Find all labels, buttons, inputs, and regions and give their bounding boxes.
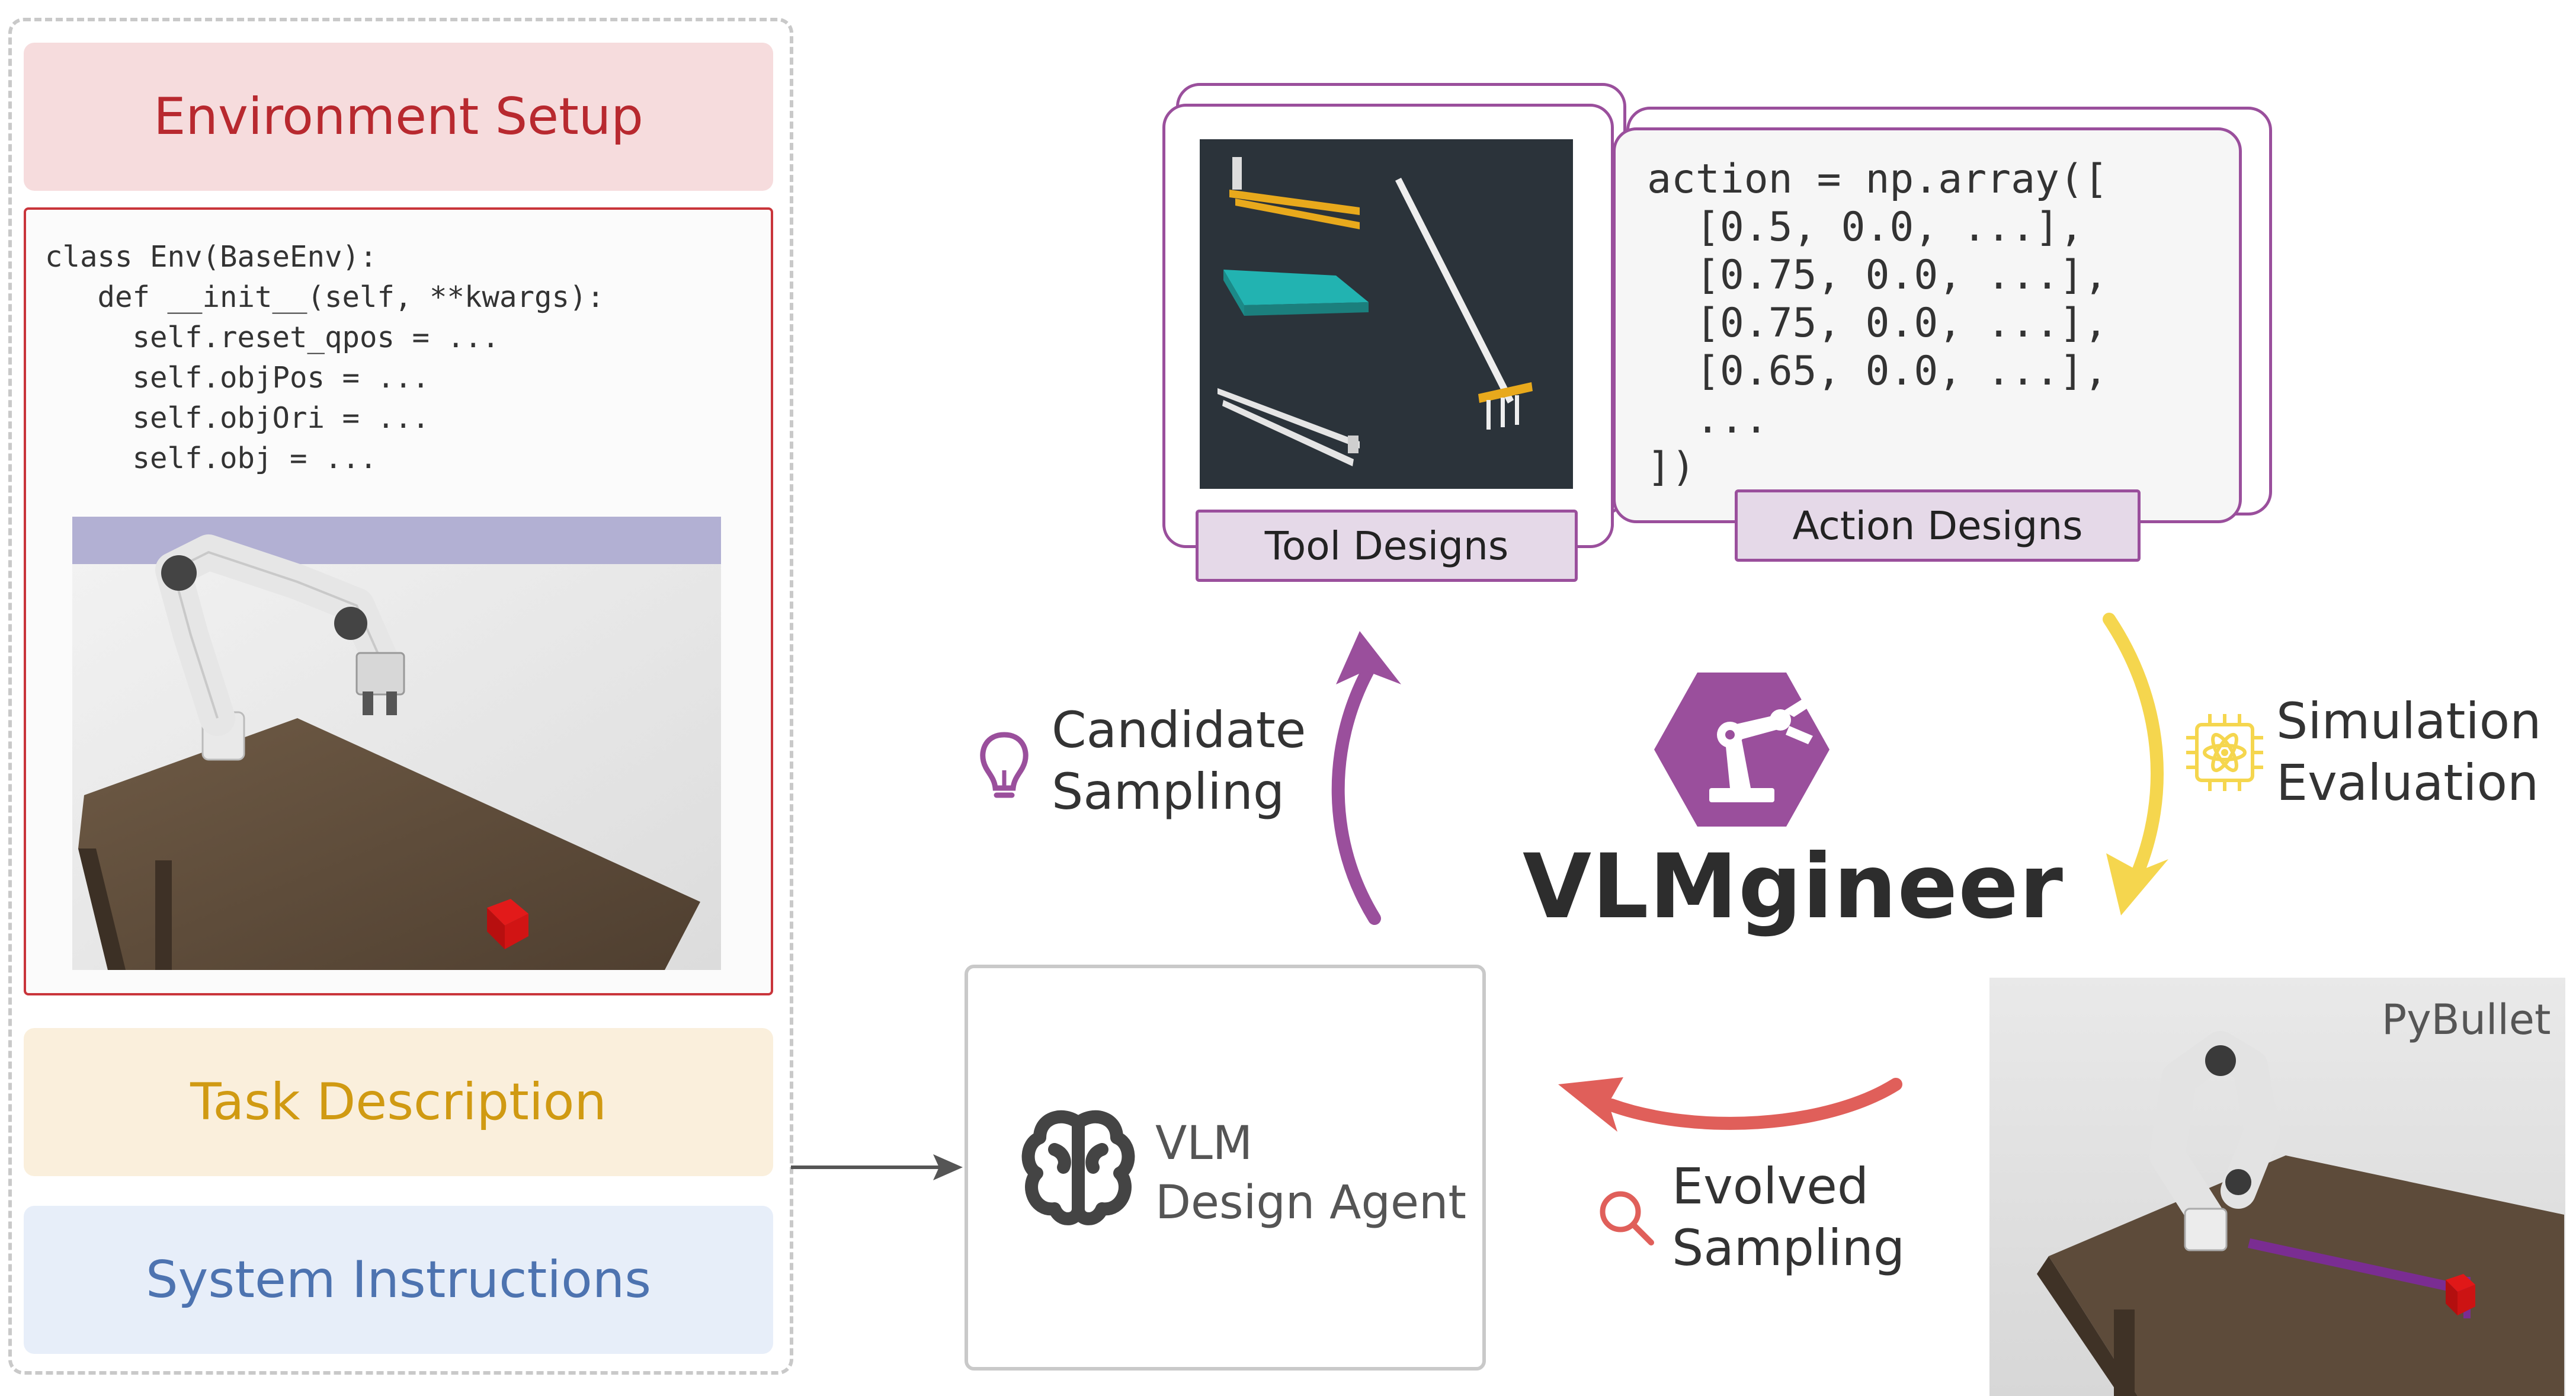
action-designs-card (1613, 127, 2242, 523)
code-line: self.reset_qpos = ... (45, 321, 500, 354)
input-to-agent-arrow (791, 1154, 963, 1180)
diagram-title: VLMgineer (1523, 835, 2064, 939)
system-instructions-header: System Instructions (24, 1206, 773, 1354)
action-code-block: action = np.array([ [0.5, 0.0, ...], [0.… (1647, 156, 2108, 491)
lightbulb-icon (980, 732, 1029, 798)
magnifier-icon (1600, 1191, 1654, 1245)
evolved-sampling-label: Evolved Sampling (1672, 1155, 1905, 1279)
evolved-sampling-arrow (1558, 1077, 1902, 1132)
input-panel (8, 18, 793, 1375)
agent-label-line1: VLM (1155, 1117, 1253, 1170)
pybullet-label: PyBullet (2382, 995, 2551, 1044)
vlm-design-agent-label: VLM Design Agent (1155, 1114, 1466, 1232)
simulation-evaluation-line2: Evaluation (2276, 754, 2539, 812)
tool-designs-image (1200, 139, 1573, 489)
candidate-sampling-label: Candidate Sampling (1052, 699, 1306, 822)
vlm-design-agent-box (965, 965, 1486, 1371)
candidate-sampling-line1: Candidate (1052, 701, 1306, 759)
code-line: class Env(BaseEnv): (45, 240, 377, 274)
evolved-sampling-line1: Evolved (1672, 1157, 1869, 1215)
action-designs-tag: Action Designs (1735, 489, 2141, 562)
candidate-sampling-arrow (1331, 631, 1401, 925)
code-line: self.objPos = ... (45, 361, 430, 395)
agent-label-line2: Design Agent (1155, 1176, 1466, 1229)
candidate-sampling-line2: Sampling (1052, 763, 1285, 821)
task-description-header: Task Description (24, 1028, 773, 1176)
simulation-evaluation-label: Simulation Evaluation (2276, 690, 2541, 814)
code-line: self.objOri = ... (45, 401, 430, 435)
pybullet-scene-image (2037, 1031, 2564, 1396)
simulation-evaluation-line1: Simulation (2276, 692, 2542, 750)
code-line: def __init__(self, **kwargs): (45, 280, 605, 314)
tool-designs-tag: Tool Designs (1196, 510, 1578, 582)
code-line: self.obj = ... (45, 441, 377, 475)
env-code-block: class Env(BaseEnv): def __init__(self, *… (45, 237, 744, 479)
brain-icon (1021, 1110, 1135, 1225)
environment-scene-image (72, 517, 721, 970)
robot-arm-hexagon-icon (1654, 673, 1830, 827)
environment-setup-header: Environment Setup (24, 43, 773, 191)
simulation-evaluation-arrow (2103, 613, 2168, 915)
evolved-sampling-line2: Sampling (1672, 1219, 1905, 1277)
chip-atom-icon (2186, 714, 2263, 791)
